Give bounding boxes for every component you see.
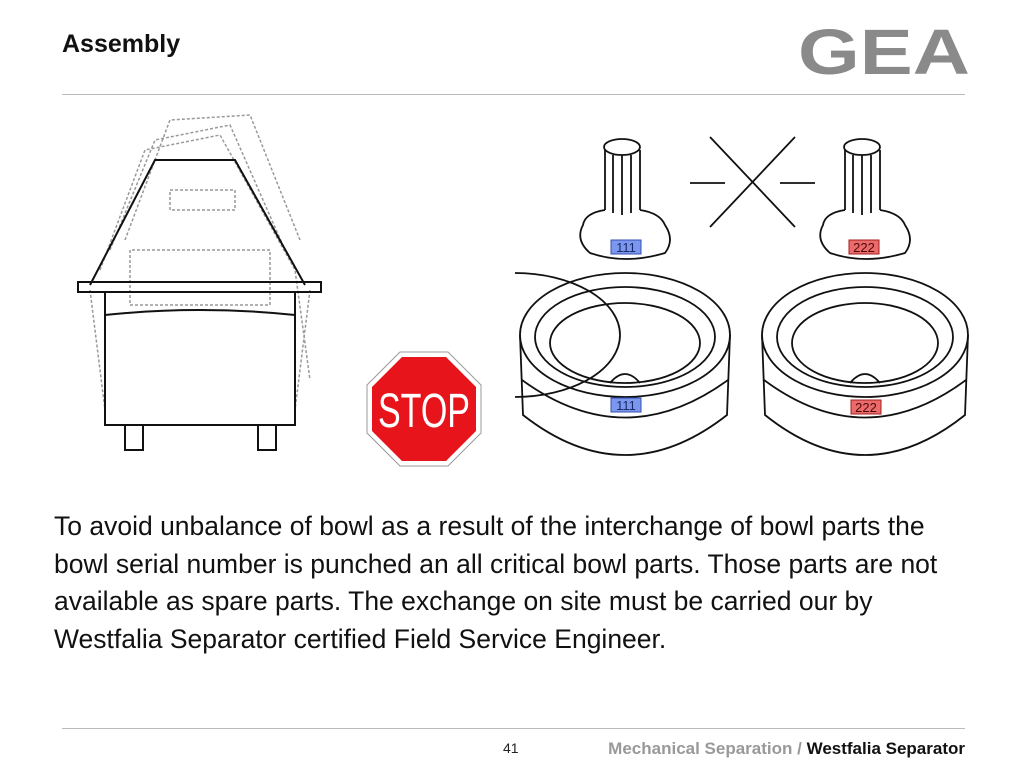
part-label-left-bowl: 111 xyxy=(616,398,636,413)
bowl-hood-drawing xyxy=(77,114,322,451)
page-number: 41 xyxy=(503,740,519,756)
part-label-right-bowl: 222 xyxy=(855,400,877,415)
slide-title: Assembly xyxy=(62,30,181,58)
stop-sign-text: STOP xyxy=(378,385,470,438)
footer-text: Mechanical Separation / Westfalia Separa… xyxy=(608,739,965,759)
footer-section: Mechanical Separation xyxy=(608,739,793,758)
body-paragraph: To avoid unbalance of bowl as a result o… xyxy=(54,511,938,654)
footer-divider xyxy=(62,728,965,729)
header-divider xyxy=(62,94,965,95)
part-label-right-top: 222 xyxy=(853,240,875,255)
bowl-parts-drawing: 111 111 222 222 xyxy=(515,136,969,456)
gea-logo: GEA xyxy=(798,22,970,80)
svg-text:GEA: GEA xyxy=(798,22,970,80)
stop-sign: STOP xyxy=(366,351,482,467)
part-label-left-top: 111 xyxy=(616,240,636,255)
footer-separator: / xyxy=(792,739,807,758)
footer-product: Westfalia Separator xyxy=(806,739,965,758)
